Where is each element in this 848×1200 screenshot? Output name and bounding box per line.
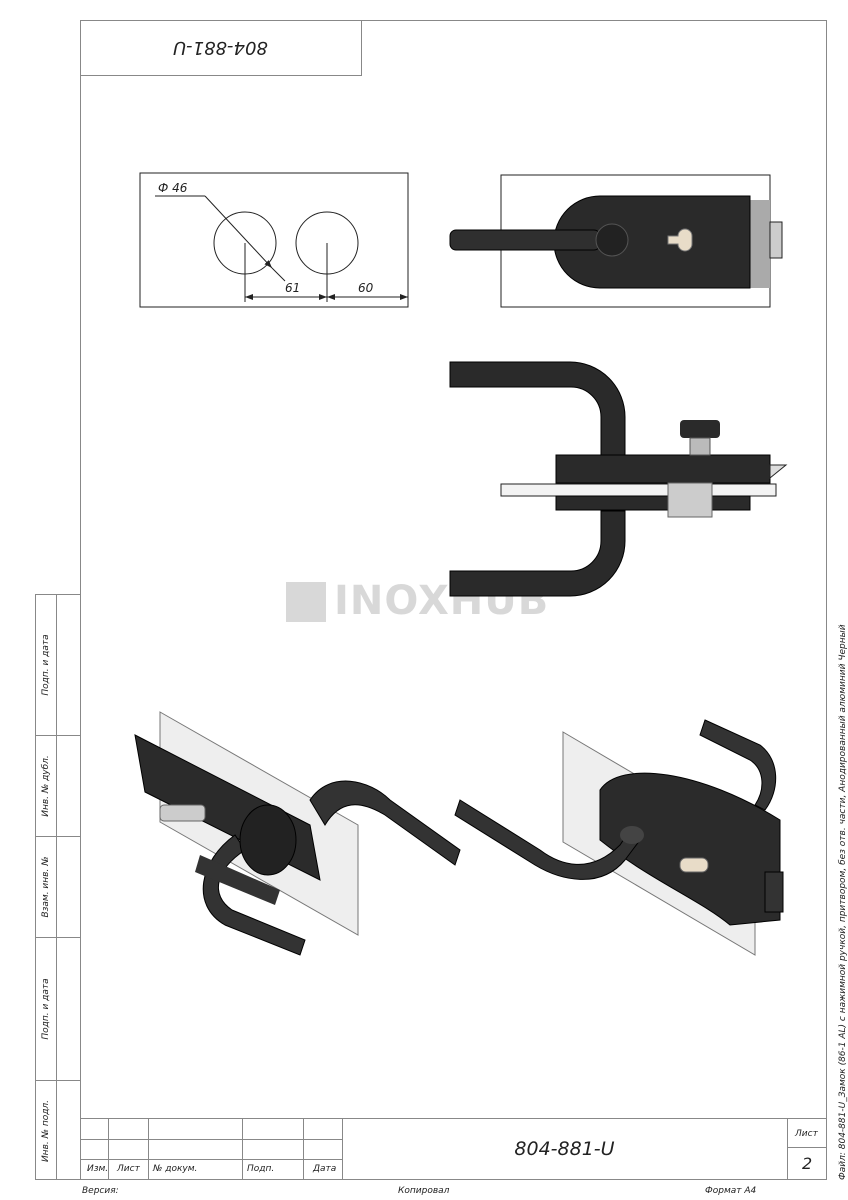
sheet-number: 2 — [802, 1154, 813, 1173]
col-list: Лист — [117, 1164, 140, 1174]
stamp-cell: Инв. № дубл. — [35, 735, 57, 836]
col-sign: Подп. — [247, 1164, 275, 1174]
stamp-cell: Подп. и дата — [35, 937, 57, 1080]
dim-diameter: Ф 46 — [158, 181, 188, 195]
watermark-logo-icon — [286, 582, 326, 622]
front-view — [449, 174, 783, 308]
iso-view-left — [134, 711, 461, 956]
iso-view-right — [454, 719, 784, 956]
sheet-label: Лист — [795, 1129, 818, 1139]
drawing-frame — [80, 20, 827, 1180]
top-code-box: 804-881-U — [80, 20, 362, 76]
footer-copied: Копировал — [398, 1186, 450, 1196]
designation: 804-881-U — [514, 1138, 615, 1160]
footer-version: Версия: — [82, 1186, 119, 1196]
top-view — [449, 361, 788, 597]
col-doc: № докум. — [153, 1164, 198, 1174]
col-date: Дата — [313, 1164, 337, 1174]
stamp-cell: Подп. и дата — [35, 594, 57, 735]
left-stamp — [35, 594, 80, 1180]
stamp-cell: Взам. инв. № — [35, 836, 57, 937]
dim-60: 60 — [358, 281, 374, 295]
stamp-cell: Инв. № подл. — [35, 1080, 57, 1180]
dim-61: 61 — [285, 281, 300, 295]
col-izm: Изм. — [87, 1164, 109, 1174]
hole-template-view — [139, 172, 409, 308]
footer-format: Формат А4 — [705, 1186, 757, 1196]
